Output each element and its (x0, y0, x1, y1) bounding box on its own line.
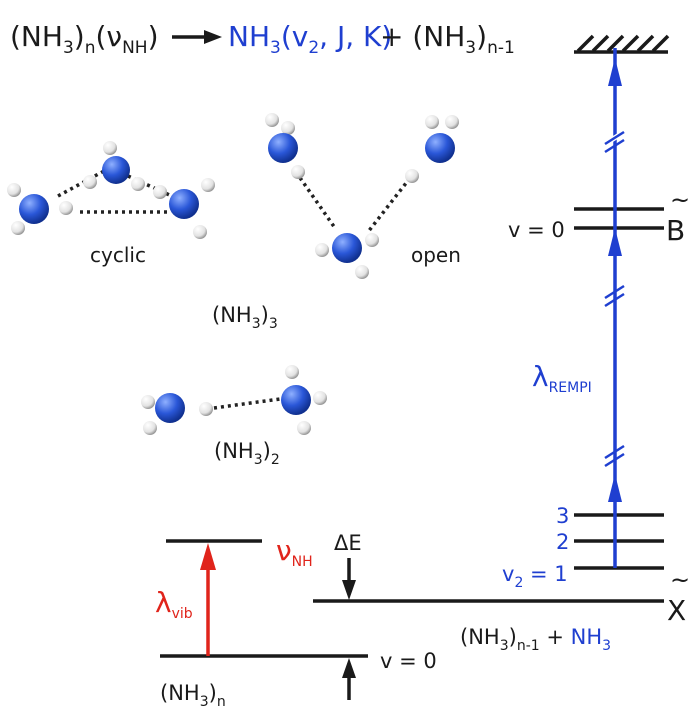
vib-excitation-arrow (200, 543, 216, 656)
rempi-arrow (603, 48, 626, 568)
reaction-equation: (NH3)n(νNH) (10, 20, 159, 58)
nu-nh-label: νNH (276, 534, 313, 570)
open-trimer-molecule (265, 113, 459, 279)
v2-level-1-label: v2 = 1 (502, 562, 568, 591)
lambda-rempi-label: λREMPI (532, 360, 592, 396)
trimer-label: (NH3)3 (212, 303, 278, 332)
delta-e-arrows (342, 558, 356, 700)
x-state-symbol: X (667, 594, 686, 627)
lambda-vib-label: λvib (155, 586, 193, 622)
delta-e-label: ΔE (334, 531, 362, 555)
ionization-limit (574, 34, 670, 54)
cyclic-trimer-molecule (7, 141, 215, 239)
b-state-tilde: ~ (670, 186, 690, 214)
dissociation-products-label: (NH3)n-1 + NH3 (460, 625, 611, 654)
x-state-tilde: ~ (670, 566, 690, 594)
b-state-symbol: B (666, 214, 685, 247)
cluster-v0-label: v = 0 (380, 649, 437, 673)
reaction-arrow (172, 30, 222, 44)
cluster-ground-label: (NH3)n (160, 681, 226, 710)
dimer-label: (NH3)2 (214, 439, 280, 468)
v2-level-3-label: 3 (556, 504, 569, 528)
open-label: open (411, 243, 461, 267)
b-state-v0-label: v = 0 (508, 218, 565, 242)
v2-level-2-label: 2 (556, 530, 569, 554)
reaction-product: NH3(v2, J, K) (228, 20, 392, 58)
cyclic-label: cyclic (90, 243, 146, 267)
reaction-byproduct: + (NH3)n-1 (380, 20, 515, 58)
dimer-molecule (141, 365, 327, 435)
